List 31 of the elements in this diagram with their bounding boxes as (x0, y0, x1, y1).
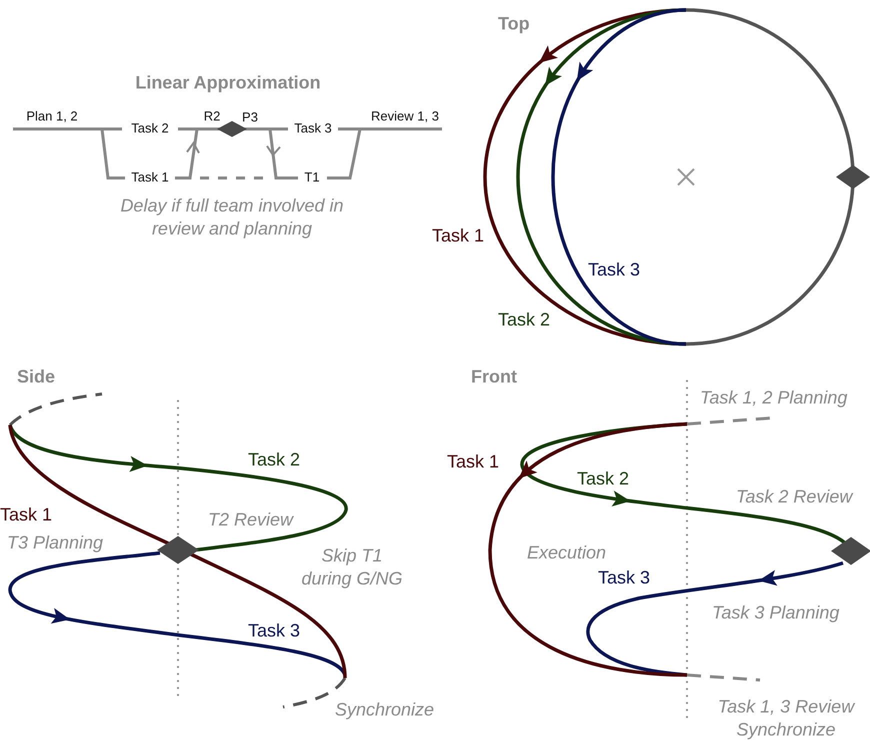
timeline-label: Task 1 (131, 170, 169, 186)
annotation: Delay if full team involved in review and planning (119, 194, 345, 241)
section-heading: Top (498, 12, 530, 36)
timeline-label: Plan 1, 2 (26, 108, 78, 126)
annotation: Execution (527, 541, 606, 564)
timeline-label: T1 (304, 170, 320, 186)
task-label: Task 2 (248, 448, 300, 472)
section-heading: Front (471, 365, 517, 388)
annotation: Task 1, 2 Planning (700, 386, 848, 410)
task-label: Task 1 (432, 224, 484, 248)
annotation: T2 Review (208, 508, 294, 532)
timeline-label: R2 (204, 108, 220, 126)
section-heading: Side (17, 365, 56, 388)
timeline-label: Task 2 (131, 120, 169, 138)
section-heading: Linear Approximation (135, 71, 321, 94)
annotation: Synchronize (335, 698, 434, 722)
timeline-label: Task 3 (294, 120, 332, 138)
annotation: Task 2 Review (736, 485, 852, 508)
task-label: Task 1 (0, 503, 52, 526)
task-label: Task 2 (498, 308, 550, 332)
task-label: Task 1 (447, 450, 500, 474)
task-label: Task 3 (248, 619, 300, 642)
task-label: Task 2 (577, 467, 630, 490)
annotation: T3 Planning (7, 531, 104, 554)
annotation: Task 3 Planning (712, 601, 840, 624)
timeline-label: Review 1, 3 (371, 108, 439, 126)
task-label: Task 3 (588, 258, 640, 282)
annotation: Task 1, 3 Review Synchronize (716, 696, 856, 742)
timeline-label: P3 (242, 110, 258, 126)
task-label: Task 3 (598, 566, 650, 590)
annotation: Skip T1 during G/NG (300, 544, 404, 591)
